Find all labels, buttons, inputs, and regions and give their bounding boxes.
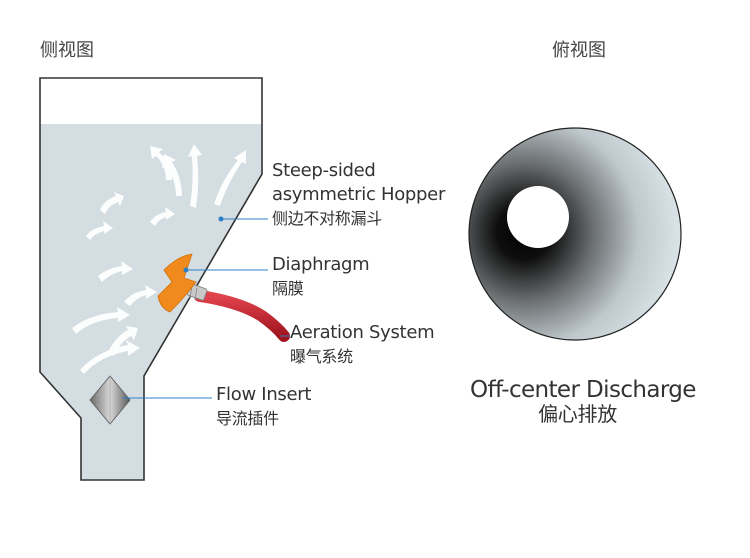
discharge-label-cn: 偏心排放 [538, 402, 617, 426]
side-view-title: 侧视图 [40, 40, 94, 61]
discharge-hole [507, 186, 569, 248]
arrow [108, 326, 138, 356]
hopper-outline [39, 77, 263, 481]
flow-insert-diamond [89, 375, 131, 425]
top-view-disk [468, 127, 682, 341]
flow-insert-label-en: Flow Insert [216, 384, 312, 405]
diaphragm-label-cn: 隔膜 [272, 279, 304, 298]
discharge-label-en: Off-center Discharge [470, 377, 696, 403]
hopper-label-en2: asymmetric Hopper [272, 184, 446, 205]
flow-insert-label-cn: 导流插件 [216, 409, 279, 428]
arrow [188, 144, 202, 208]
arrow [124, 285, 157, 306]
aeration-label-cn: 曝气系统 [290, 347, 353, 366]
hopper-material [40, 124, 262, 480]
arrow [86, 221, 113, 240]
diaphragm-label-en: Diaphragm [272, 254, 370, 275]
aeration-arrows [72, 144, 246, 374]
aeration-hose [194, 290, 290, 342]
leader-lines [122, 216, 290, 399]
hopper-label-cn: 侧边不对称漏斗 [272, 209, 382, 228]
aeration-label-en: Aeration System [290, 322, 435, 343]
arrow [100, 192, 124, 214]
arrow [214, 150, 246, 206]
arrow [80, 340, 140, 374]
top-view-title: 俯视图 [552, 40, 606, 61]
arrow [72, 307, 130, 334]
arrow [150, 146, 172, 180]
arrow [98, 261, 133, 282]
hopper-label-en: Steep-sided [272, 160, 376, 181]
arrow [150, 207, 175, 226]
